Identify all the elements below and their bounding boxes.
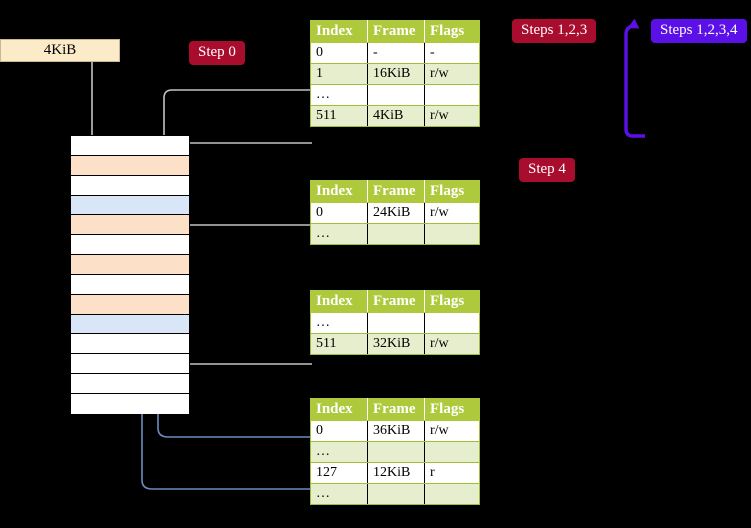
table-row[interactable]: … [310, 483, 480, 505]
table-row[interactable]: … [310, 312, 480, 334]
cell-flags: r [424, 462, 480, 484]
memory-frame-row[interactable] [71, 274, 189, 295]
cell-index: 0 [310, 420, 368, 442]
kib-size-box: 4KiB [0, 39, 120, 62]
column-header-index: Index [310, 290, 368, 313]
cell-flags: r/w [424, 333, 480, 355]
arrow-steps-bracket [624, 18, 645, 138]
cell-flags [424, 312, 480, 334]
memory-frame-row[interactable] [71, 175, 189, 196]
cell-frame [367, 312, 425, 334]
column-header-frame: Frame [367, 290, 425, 313]
wire-table3-row511-to-memory [170, 307, 312, 365]
cell-frame [367, 223, 425, 245]
cell-frame [367, 441, 425, 463]
cell-flags [424, 84, 480, 106]
column-header-frame: Frame [367, 180, 425, 203]
badge-steps-1234: Steps 1,2,3,4 [651, 19, 747, 43]
column-header-index: Index [310, 398, 368, 421]
badge-step-4: Step 4 [519, 158, 575, 182]
badge-step-0: Step 0 [189, 41, 245, 65]
table-row[interactable]: … [310, 223, 480, 245]
cell-index: 0 [310, 202, 368, 224]
cell-flags [424, 223, 480, 245]
column-header-flags: Flags [424, 180, 480, 203]
cell-flags [424, 483, 480, 505]
cell-index: … [310, 223, 368, 245]
column-header-frame: Frame [367, 398, 425, 421]
cell-index: 511 [310, 105, 368, 127]
column-header-index: Index [310, 180, 368, 203]
memory-frame-row[interactable] [71, 334, 189, 355]
memory-frame-row[interactable] [71, 314, 189, 335]
wire-table2-row0-to-memory [175, 224, 312, 263]
column-header-flags: Flags [424, 290, 480, 313]
cell-frame [367, 483, 425, 505]
cell-index: … [310, 441, 368, 463]
cell-flags: r/w [424, 105, 480, 127]
cell-frame: 32KiB [367, 333, 425, 355]
memory-frame-row[interactable] [71, 215, 189, 236]
table-row[interactable]: … [310, 84, 480, 106]
cell-index: … [310, 84, 368, 106]
cell-frame: - [367, 42, 425, 64]
cell-frame: 4KiB [367, 105, 425, 127]
cell-flags [424, 441, 480, 463]
cell-index: 0 [310, 42, 368, 64]
physical-memory-column[interactable] [70, 135, 190, 414]
cell-index: … [310, 483, 368, 505]
cell-frame: 24KiB [367, 202, 425, 224]
cell-frame: 16KiB [367, 63, 425, 85]
table-row[interactable]: … [310, 441, 480, 463]
memory-frame-row[interactable] [71, 255, 189, 275]
column-header-frame: Frame [367, 20, 425, 43]
table-row[interactable]: 0-- [310, 42, 480, 64]
cell-flags: r/w [424, 63, 480, 85]
cell-flags: - [424, 42, 480, 64]
column-header-flags: Flags [424, 398, 480, 421]
cell-frame [367, 84, 425, 106]
cell-index: … [310, 312, 368, 334]
cell-frame: 12KiB [367, 462, 425, 484]
cell-flags: r/w [424, 202, 480, 224]
memory-frame-row[interactable] [71, 294, 189, 315]
memory-frame-row[interactable] [71, 235, 189, 256]
column-header-flags: Flags [424, 20, 480, 43]
cell-index: 511 [310, 333, 368, 355]
memory-tick-marks [58, 135, 70, 297]
memory-frame-row[interactable] [71, 354, 189, 375]
memory-frame-row[interactable] [71, 393, 189, 414]
memory-frame-row[interactable] [71, 136, 189, 156]
memory-frame-row[interactable] [71, 374, 189, 394]
column-header-index: Index [310, 20, 368, 43]
memory-frame-row[interactable] [71, 195, 189, 216]
badge-steps-123: Steps 1,2,3 [512, 19, 597, 43]
cell-frame: 36KiB [367, 420, 425, 442]
cell-index: 1 [310, 63, 368, 85]
memory-frame-row[interactable] [71, 155, 189, 176]
cell-index: 127 [310, 462, 368, 484]
wire-table1-row511-to-memory [173, 142, 312, 167]
cell-flags: r/w [424, 420, 480, 442]
